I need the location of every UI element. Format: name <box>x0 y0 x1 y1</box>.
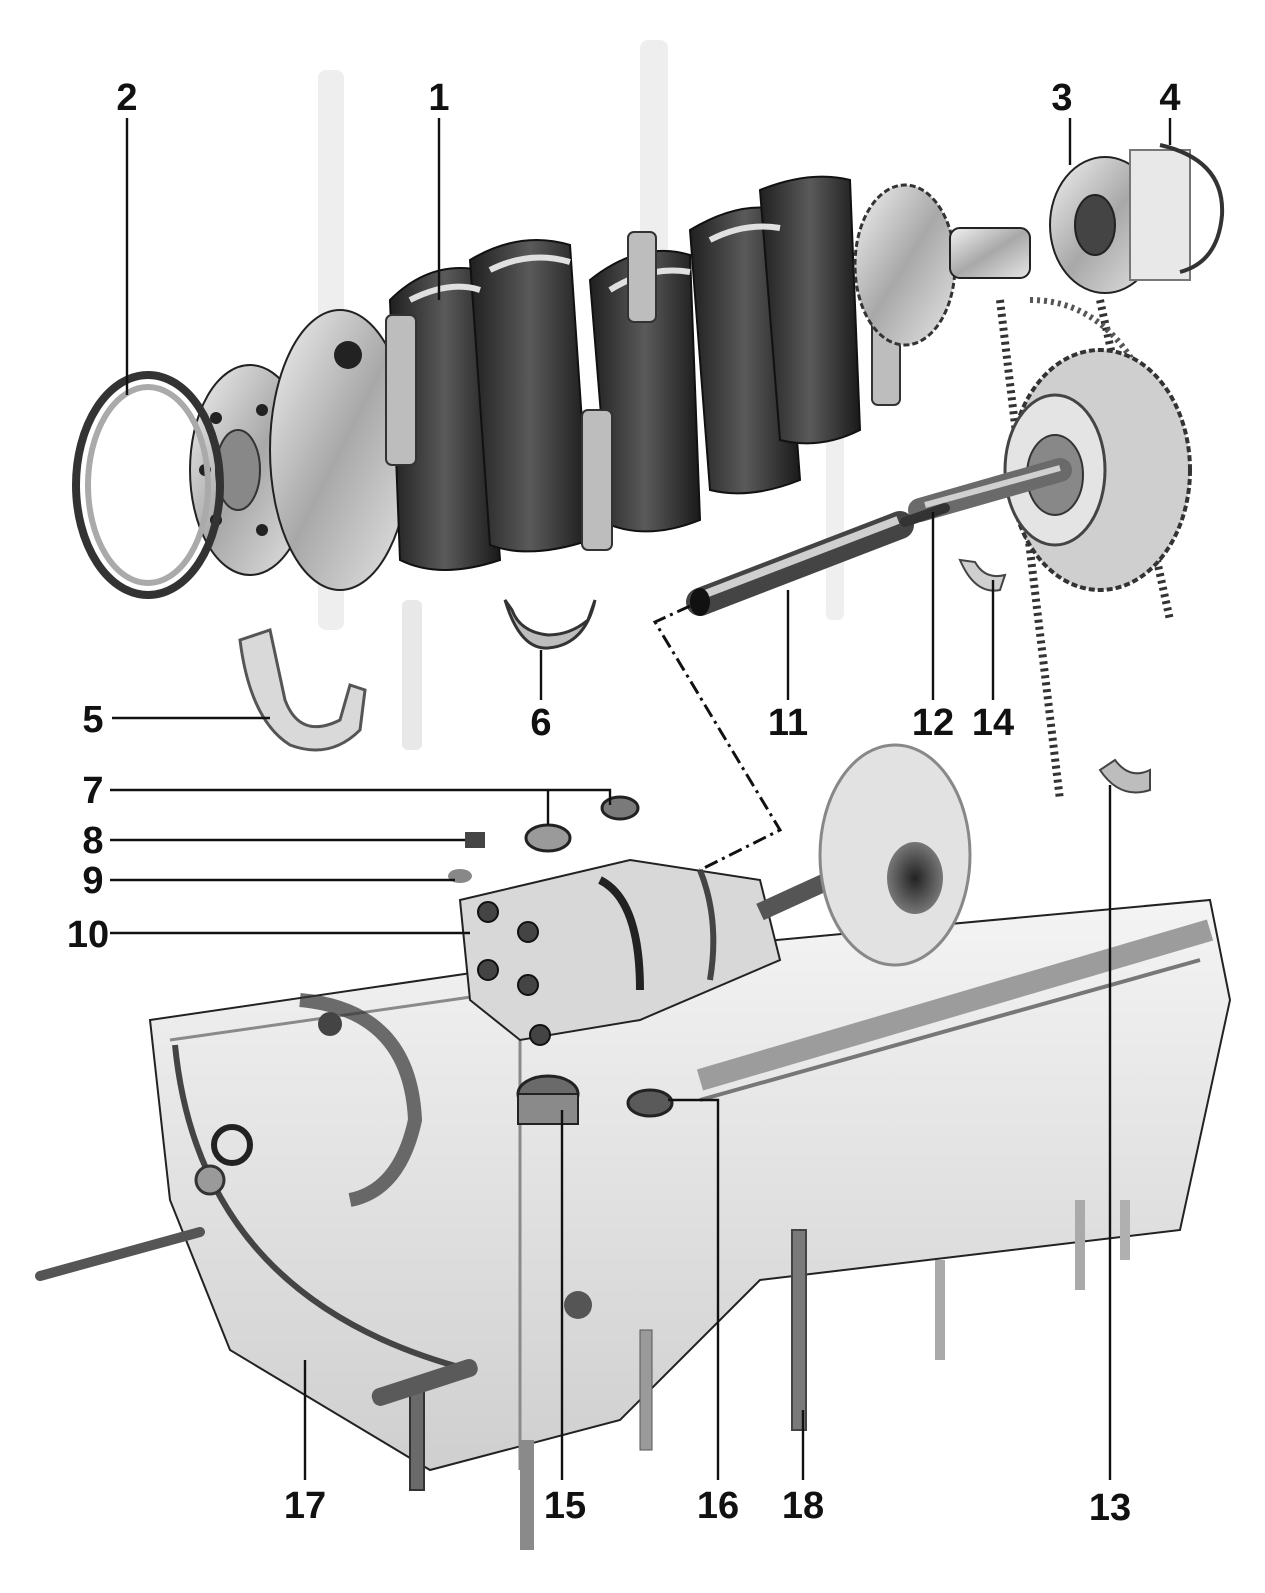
callout-17: 17 <box>284 1485 326 1527</box>
callout-4: 4 <box>1159 77 1180 119</box>
callout-14: 14 <box>972 702 1014 744</box>
callout-3: 3 <box>1051 77 1072 119</box>
callout-10: 10 <box>67 914 109 956</box>
callout-5: 5 <box>82 699 103 741</box>
callout-15: 15 <box>544 1485 586 1527</box>
intermediate-bearing-shell <box>958 558 1007 592</box>
callout-11: 11 <box>768 702 808 744</box>
drive-key <box>900 503 950 527</box>
callout-16: 16 <box>697 1485 739 1527</box>
oil-pump-drive-shaft <box>686 511 914 616</box>
callout-9: 9 <box>82 860 103 902</box>
retaining-ring <box>1159 143 1225 274</box>
callout-18: 18 <box>782 1485 824 1527</box>
callout-12: 12 <box>912 702 954 744</box>
leader-lines <box>110 118 1172 1480</box>
callout-labels: 2 1 3 4 5 6 7 8 9 10 11 12 14 17 15 16 1… <box>67 77 1181 1529</box>
callout-1: 1 <box>428 77 449 119</box>
main-bearing-shell <box>238 628 367 752</box>
oil-pump <box>448 743 972 1046</box>
callout-6: 6 <box>530 702 551 744</box>
rod-bearing-shell <box>503 599 597 650</box>
callout-13: 13 <box>1089 1487 1131 1529</box>
assembly-line <box>652 604 783 872</box>
pulley-hub <box>1049 149 1191 294</box>
crankcase-half <box>35 898 1232 1550</box>
thrust-bearing-shell <box>1098 758 1151 794</box>
oil-seal-ring <box>72 371 224 599</box>
callout-2: 2 <box>116 77 137 119</box>
callout-7: 7 <box>82 770 103 812</box>
callout-8: 8 <box>82 820 103 862</box>
